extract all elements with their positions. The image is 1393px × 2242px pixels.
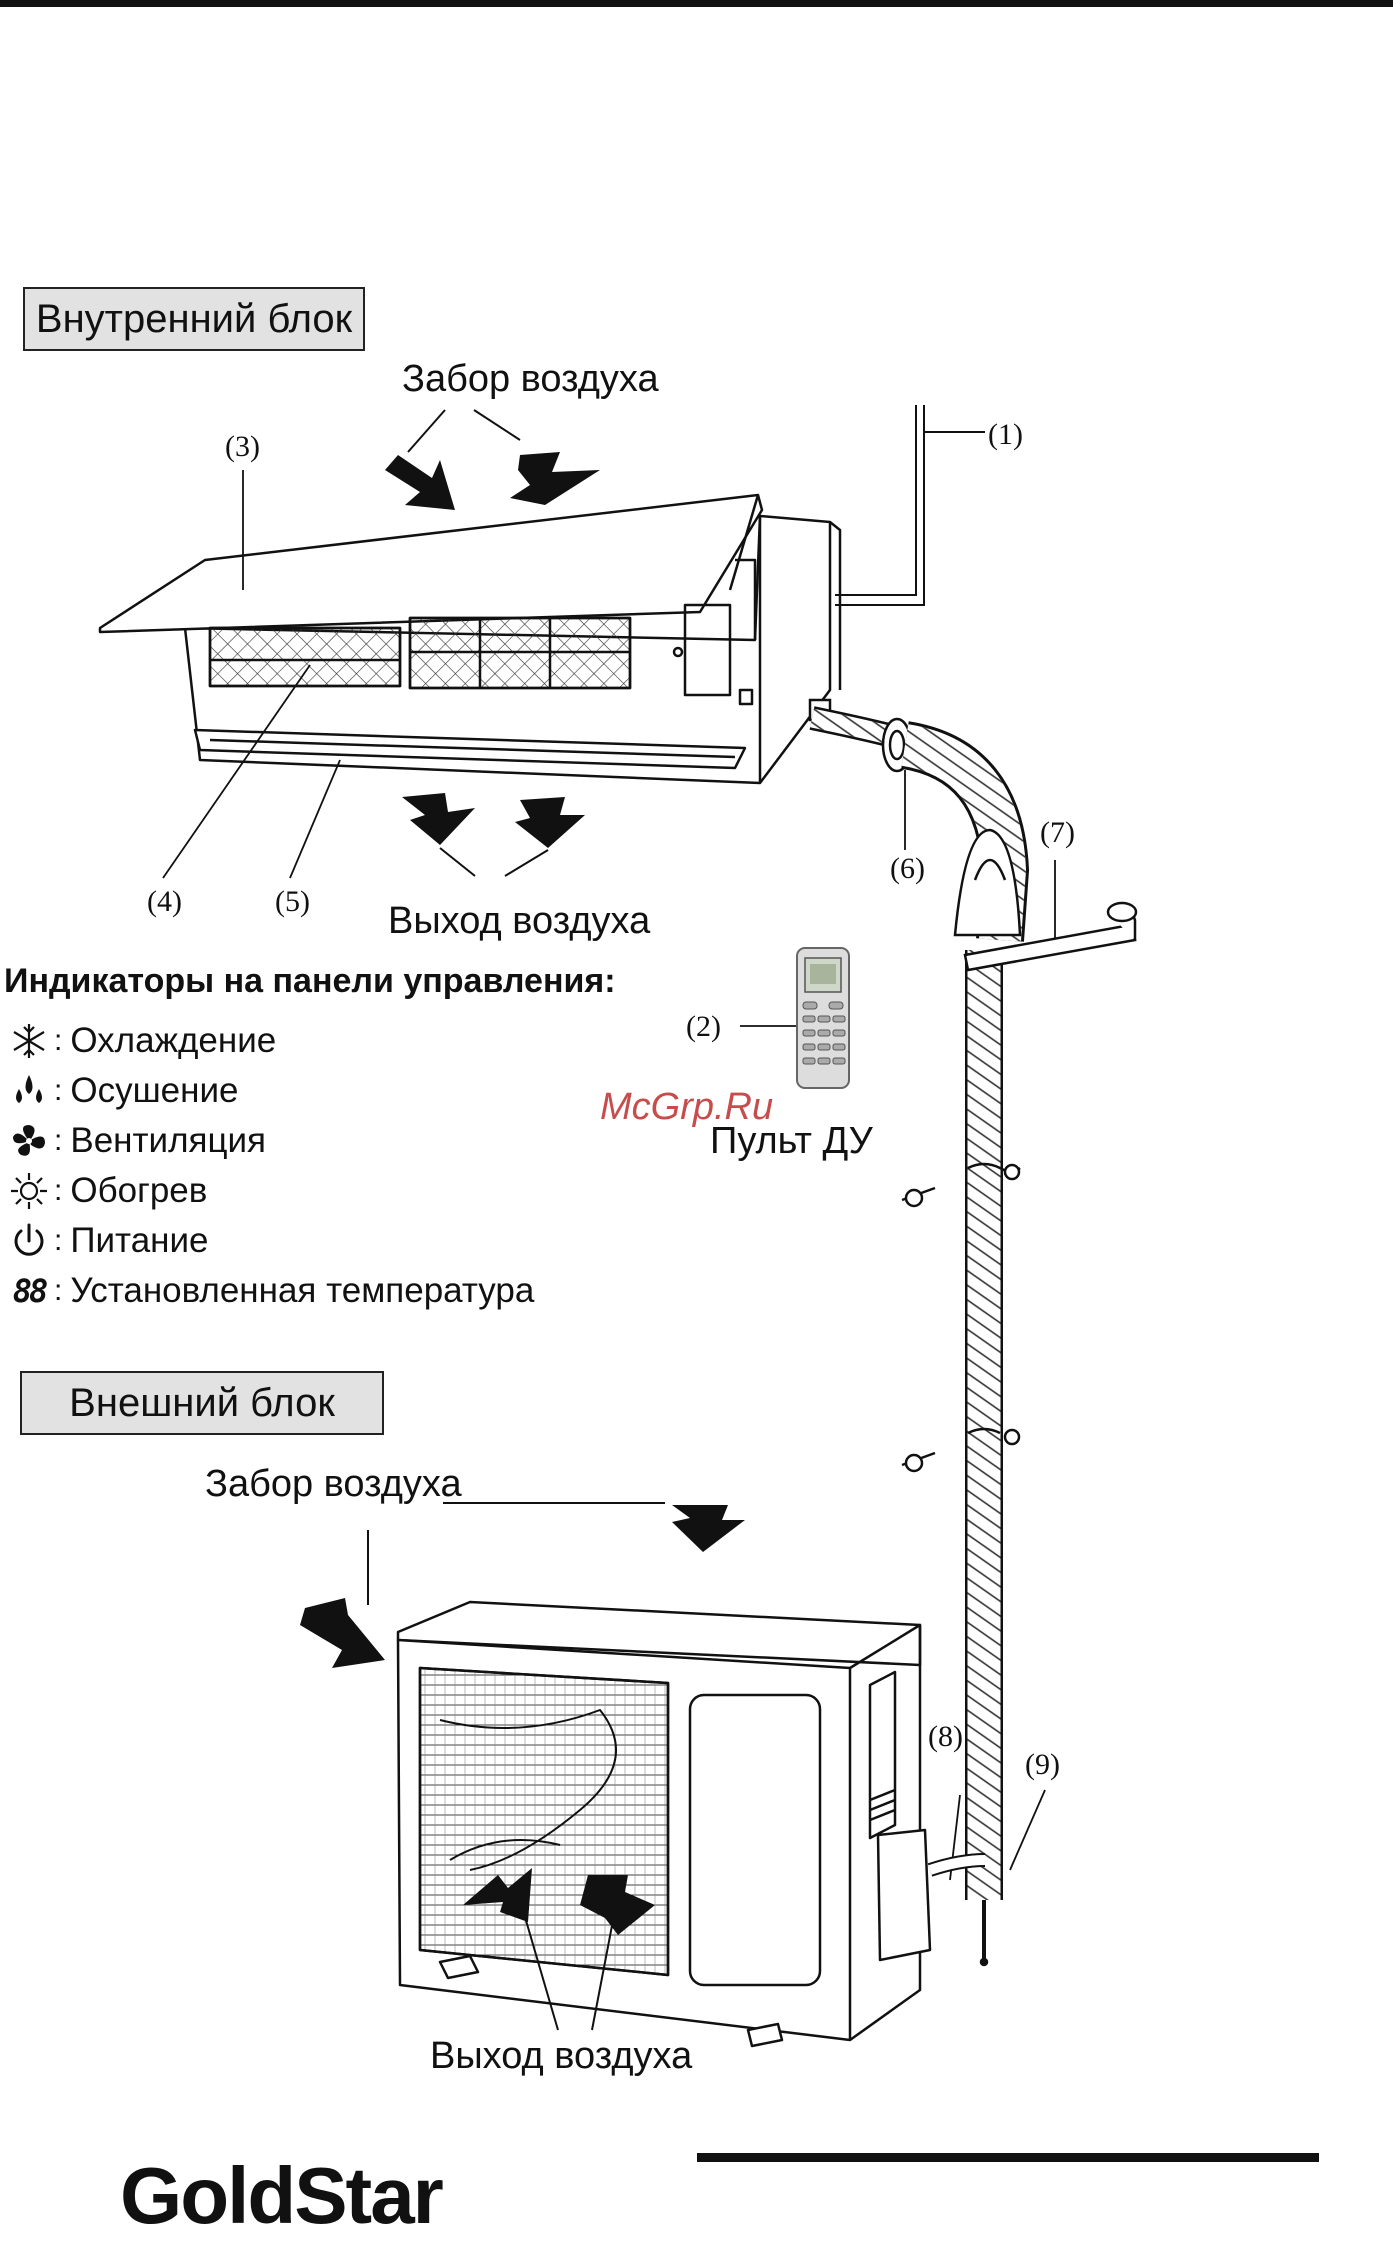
indicator-row: : Вентиляция (6, 1118, 266, 1164)
indoor-unit (100, 495, 840, 783)
callout-3: (3) (225, 430, 260, 464)
indicator-row: : Питание (6, 1218, 209, 1264)
sun-icon (6, 1168, 52, 1214)
intake-arrows-top (385, 452, 600, 510)
indicator-label: Вентиляция (70, 1121, 266, 1161)
intake-label-top: Забор воздуха (402, 358, 659, 401)
callout-8: (8) (928, 1720, 963, 1754)
outdoor-unit-heading: Внешний блок (20, 1371, 384, 1435)
callout-9: (9) (1025, 1748, 1060, 1782)
outdoor-unit (398, 1602, 985, 2046)
indicator-label: Охлаждение (70, 1021, 276, 1061)
callout-6: (6) (890, 852, 925, 886)
callout-7: (7) (1040, 816, 1075, 850)
indicator-label: Осушение (70, 1071, 238, 1111)
indicator-label: Питание (70, 1221, 208, 1261)
droplets-icon (6, 1068, 52, 1114)
indicator-label: Обогрев (70, 1171, 207, 1211)
callout-2: (2) (686, 1010, 721, 1044)
outlet-arrows-indoor (402, 793, 585, 848)
indicator-label: Установленная температура (70, 1271, 534, 1311)
snowflake-icon (6, 1018, 52, 1064)
power-icon (6, 1218, 52, 1264)
outlet-label-indoor: Выход воздуха (388, 900, 650, 943)
indicator-row: : Осушение (6, 1068, 238, 1114)
indicators-title: Индикаторы на панели управления: (4, 962, 616, 1001)
watermark: McGrp.Ru (600, 1086, 773, 1129)
callout-5: (5) (275, 885, 310, 919)
callout-1: (1) (988, 418, 1023, 452)
callout-4: (4) (147, 885, 182, 919)
bottom-rule (697, 2153, 1319, 2162)
indicator-row: : Обогрев (6, 1168, 207, 1214)
remote-control (797, 948, 849, 1088)
indicator-row: : Охлаждение (6, 1018, 276, 1064)
digits-icon: 88 (6, 1268, 52, 1314)
indoor-unit-heading: Внутренний блок (23, 287, 365, 351)
intake-label-outdoor: Забор воздуха (205, 1463, 462, 1506)
fan-icon (6, 1118, 52, 1164)
indicator-row: 88 : Установленная температура (6, 1268, 534, 1314)
outlet-label-outdoor: Выход воздуха (430, 2035, 692, 2078)
goldstar-logo: GoldStar (120, 2150, 442, 2242)
